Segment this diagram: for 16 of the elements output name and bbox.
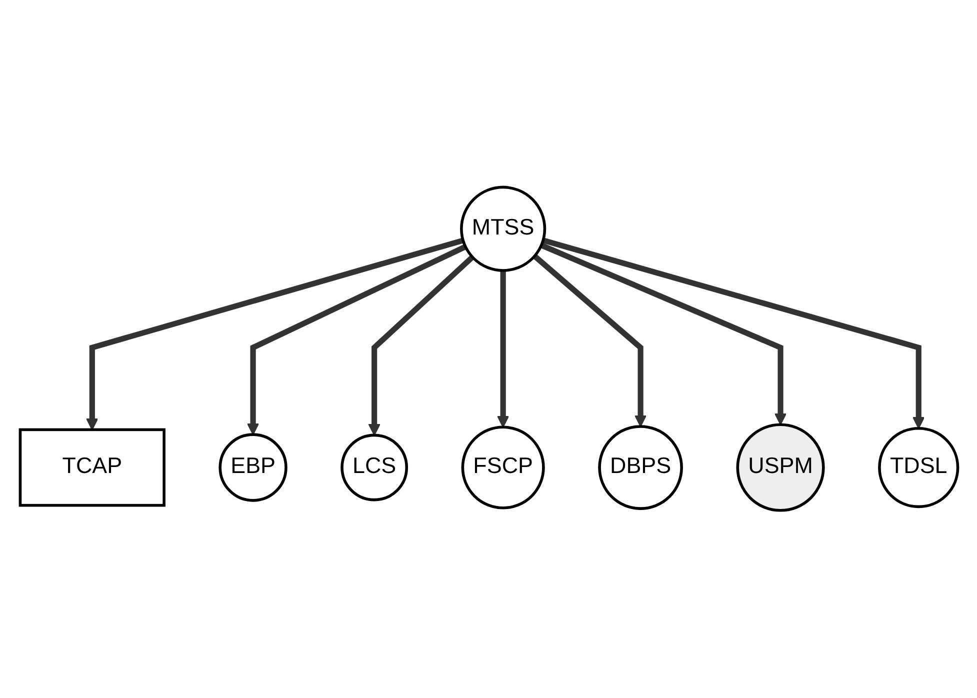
arrow [532, 254, 646, 428]
arrow [496, 270, 509, 428]
diagram: TCAP MTSS EBP LCS FSCP DBPS USPM TDSL [8, 176, 968, 522]
node-circle [218, 433, 287, 502]
node-circle [736, 423, 824, 512]
node-circle [878, 427, 959, 508]
node-box [18, 428, 165, 507]
arrow [540, 242, 786, 426]
arrow [542, 238, 924, 430]
arrow [85, 238, 464, 430]
node-circle [460, 426, 544, 510]
arrow [368, 255, 474, 436]
node-circle [598, 425, 682, 510]
arrow [246, 244, 466, 436]
node-circle [340, 434, 408, 502]
node-circle [460, 186, 546, 272]
